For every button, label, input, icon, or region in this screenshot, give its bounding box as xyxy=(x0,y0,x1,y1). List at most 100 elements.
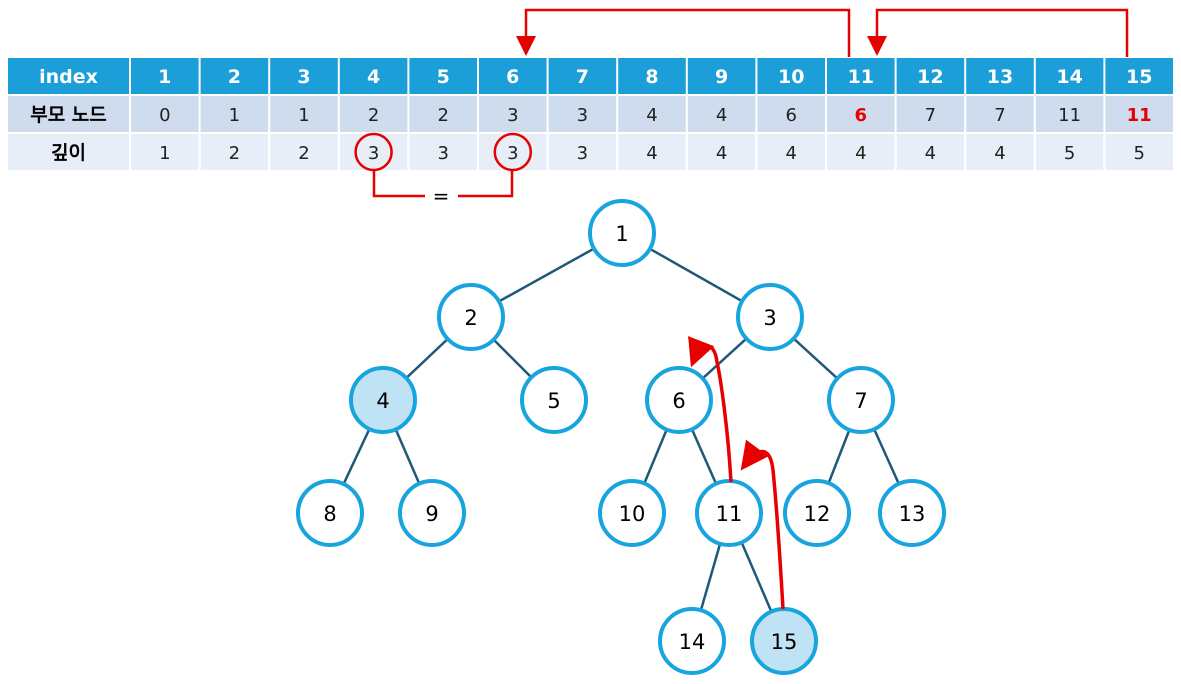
node-label: 11 xyxy=(716,502,743,526)
table-cell xyxy=(966,58,1034,94)
node-circle xyxy=(437,283,505,351)
cell-value: 3 xyxy=(368,143,379,164)
cell-value: 12 xyxy=(917,66,943,88)
table-cell xyxy=(896,96,965,132)
table-cell xyxy=(200,96,269,132)
table-cell xyxy=(270,96,338,132)
table-cell xyxy=(409,134,477,170)
tree-node-6: 6 xyxy=(645,366,713,434)
tree-node-9: 9 xyxy=(398,479,466,547)
tree-node-10: 10 xyxy=(598,479,666,547)
node-circle xyxy=(520,366,588,434)
cell-value: 4 xyxy=(785,143,796,164)
cell-value: 1 xyxy=(229,105,240,126)
node-circle xyxy=(695,479,763,547)
cell-value: 3 xyxy=(577,143,588,164)
cell-value: 11 xyxy=(1058,105,1081,126)
cell-value: 4 xyxy=(994,143,1005,164)
node-label: 4 xyxy=(376,389,389,413)
node-circle xyxy=(750,607,818,675)
table-cell xyxy=(131,96,199,132)
cell-value: 3 xyxy=(437,143,448,164)
cell-value: 5 xyxy=(437,66,450,88)
tree-node-4: 4 xyxy=(349,366,417,434)
table-cell xyxy=(339,134,408,170)
cell-value: 5 xyxy=(1064,143,1075,164)
table-cell xyxy=(1035,134,1104,170)
table-cell xyxy=(618,96,686,132)
table-cell xyxy=(966,134,1034,170)
node-label: 5 xyxy=(547,389,560,413)
table-cell xyxy=(896,58,965,94)
table-cell xyxy=(618,134,686,170)
cell-value: 3 xyxy=(507,143,518,164)
cell-value: 2 xyxy=(228,66,241,88)
cell-value: 1 xyxy=(298,105,309,126)
table-cell xyxy=(409,58,477,94)
table-cell xyxy=(270,58,338,94)
node-circle xyxy=(645,366,713,434)
equals-sign: = xyxy=(433,184,450,208)
table-cell xyxy=(1105,58,1173,94)
cell-value: 4 xyxy=(716,105,727,126)
bracket-15-to-11 xyxy=(867,8,1129,57)
tree-edges xyxy=(328,231,914,642)
cell-value: 3 xyxy=(507,105,518,126)
table-cell xyxy=(131,134,199,170)
node-label: 8 xyxy=(323,502,336,526)
row-label-cell xyxy=(8,58,129,94)
cell-value: 2 xyxy=(298,143,309,164)
cell-value: 4 xyxy=(646,143,657,164)
table-cell xyxy=(1035,58,1104,94)
traversal-arrows xyxy=(688,336,785,610)
node-label: 15 xyxy=(771,630,798,654)
cell-value: 3 xyxy=(297,66,310,88)
cell-value: 7 xyxy=(576,66,589,88)
tree-node-13: 13 xyxy=(878,479,946,547)
table-cell xyxy=(687,96,756,132)
table-cell xyxy=(339,96,408,132)
table-cell xyxy=(479,134,547,170)
node-circle xyxy=(878,479,946,547)
cell-value: 4 xyxy=(646,105,657,126)
node-label: 13 xyxy=(899,502,926,526)
tree-node-15: 15 xyxy=(750,607,818,675)
table-cell xyxy=(409,96,477,132)
node-label: 1 xyxy=(615,222,628,246)
cell-value: 6 xyxy=(506,66,519,88)
table-bracket-arrows xyxy=(516,8,1129,57)
cell-value: 10 xyxy=(778,66,804,88)
circle-highlight xyxy=(493,132,533,172)
node-label: 9 xyxy=(425,502,438,526)
cell-value: 6 xyxy=(855,105,868,126)
tree-node-2: 2 xyxy=(437,283,505,351)
table-cell xyxy=(548,134,617,170)
arrow-11-to-6 xyxy=(688,336,733,483)
table-cell xyxy=(757,58,825,94)
node-circle xyxy=(736,283,804,351)
circle-highlight xyxy=(354,132,393,172)
cell-value: 11 xyxy=(1127,105,1152,126)
table-cell xyxy=(687,134,756,170)
tree-node-1: 1 xyxy=(588,199,656,267)
table-cell xyxy=(966,96,1034,132)
tree-node-8: 8 xyxy=(296,479,364,547)
cell-value: 2 xyxy=(229,143,240,164)
tree-node-5: 5 xyxy=(520,366,588,434)
table-cell xyxy=(200,134,269,170)
table-cell xyxy=(1105,96,1173,132)
cell-value: 4 xyxy=(716,143,727,164)
tree-node-14: 14 xyxy=(658,607,726,675)
cell-value: 6 xyxy=(785,105,796,126)
table-cell xyxy=(827,96,895,132)
node-label: 2 xyxy=(464,306,477,330)
node-label: 6 xyxy=(672,389,685,413)
cell-value: 15 xyxy=(1126,66,1152,88)
table-cell xyxy=(548,58,617,94)
arrow-15-to-11 xyxy=(740,439,785,610)
